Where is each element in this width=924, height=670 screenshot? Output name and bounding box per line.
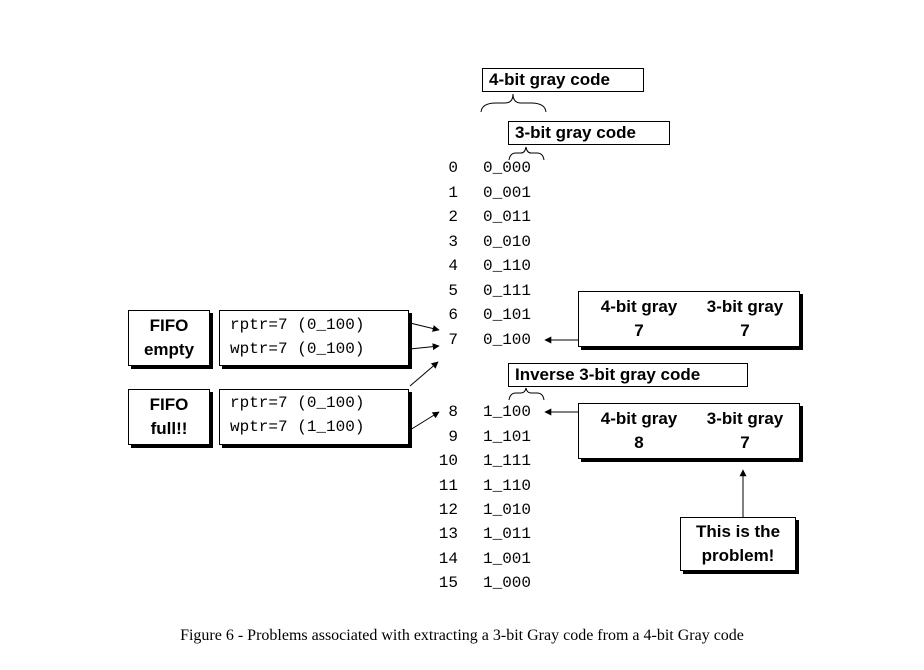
gray-box-top-4bit-value: 7 [634,321,644,340]
code-index: 12 [438,501,458,519]
gray-code-value: 1_000 [483,574,532,592]
code-index: 9 [448,428,458,446]
gray-box-bottom-4bit-value: 8 [634,433,644,452]
figure-caption: Figure 6 - Problems associated with extr… [180,627,744,644]
code-index: 4 [448,257,458,275]
gray-code-value: 1_100 [483,403,532,421]
three-bit-brace [508,146,545,161]
code-index: 6 [448,306,458,324]
gray-code-value: 0_100 [483,331,532,349]
gray-code-value: 0_000 [483,159,532,177]
inverse-three-bit-gray-code-label: Inverse 3-bit gray code [508,363,748,387]
gray-code-value: 1_001 [483,550,532,568]
gray-code-value: 1_010 [483,501,532,519]
gray-code-value: 1_111 [483,452,532,470]
full-wptr-arrow [409,411,440,431]
empty-wptr-arrow [409,343,440,351]
gray-box-top-3bit-header: 3-bit gray [706,297,784,316]
gray-code-value: 0_010 [483,233,532,251]
fifo-full-label-line1: FIFO [149,395,189,414]
gray-box-top-3bit-value: 7 [740,321,750,340]
fifo-empty-rptr: rptr=7 (0_100) [230,316,365,334]
problem-note-line1: This is the [695,522,781,541]
gray-code-value: 0_110 [483,257,532,275]
code-index: 7 [448,331,458,349]
code-index: 11 [438,477,458,495]
code-index: 14 [438,550,458,568]
code-index: 2 [448,208,458,226]
gray-value-box-top: 4-bit gray 7 3-bit gray 7 [578,291,800,347]
fifo-full-label-box: FIFO full!! [128,389,210,445]
full-rptr-arrow [409,361,439,387]
fifo-full-rptr: rptr=7 (0_100) [230,394,365,412]
empty-rptr-arrow [409,322,440,332]
code-index: 13 [438,525,458,543]
code-index: 1 [448,184,458,202]
gray-code-value: 0_001 [483,184,532,202]
fifo-empty-label-line1: FIFO [149,316,189,335]
code-index: 5 [448,282,458,300]
fifo-full-label-line2: full!! [150,419,188,438]
gray-value-box-bottom: 4-bit gray 8 3-bit gray 7 [578,403,800,459]
gray-box-top-4bit-header: 4-bit gray [600,297,678,316]
code-index: 10 [438,452,458,470]
fifo-empty-pointer-box: rptr=7 (0_100) wptr=7 (0_100) [219,310,409,366]
four-bit-gray-code-label: 4-bit gray code [482,68,644,92]
fifo-full-wptr: wptr=7 (1_100) [230,418,365,436]
gray-box-bottom-4bit-header: 4-bit gray [600,409,678,428]
inverse-three-bit-brace [508,387,545,401]
gray-code-value: 1_101 [483,428,532,446]
code-index: 15 [438,574,458,592]
gray-code-value: 0_011 [483,208,532,226]
fifo-empty-wptr: wptr=7 (0_100) [230,340,365,358]
fifo-empty-label-box: FIFO empty [128,310,210,366]
code-index: 3 [448,233,458,251]
gray-box-bottom-3bit-header: 3-bit gray [706,409,784,428]
code-index: 8 [448,403,458,421]
problem-note-box: This is the problem! [680,517,796,571]
problem-note-line2: problem! [701,546,775,565]
fifo-empty-label-line2: empty [143,340,195,359]
gray-code-value: 0_111 [483,282,532,300]
gray-code-value: 1_110 [483,477,532,495]
three-bit-gray-code-label: 3-bit gray code [508,121,670,145]
gray-code-value: 1_011 [483,525,532,543]
gray-code-value: 0_101 [483,306,532,324]
gray-box-bottom-3bit-value: 7 [740,433,750,452]
code-index: 0 [448,159,458,177]
fifo-full-pointer-box: rptr=7 (0_100) wptr=7 (1_100) [219,389,409,445]
four-bit-brace [480,93,547,113]
